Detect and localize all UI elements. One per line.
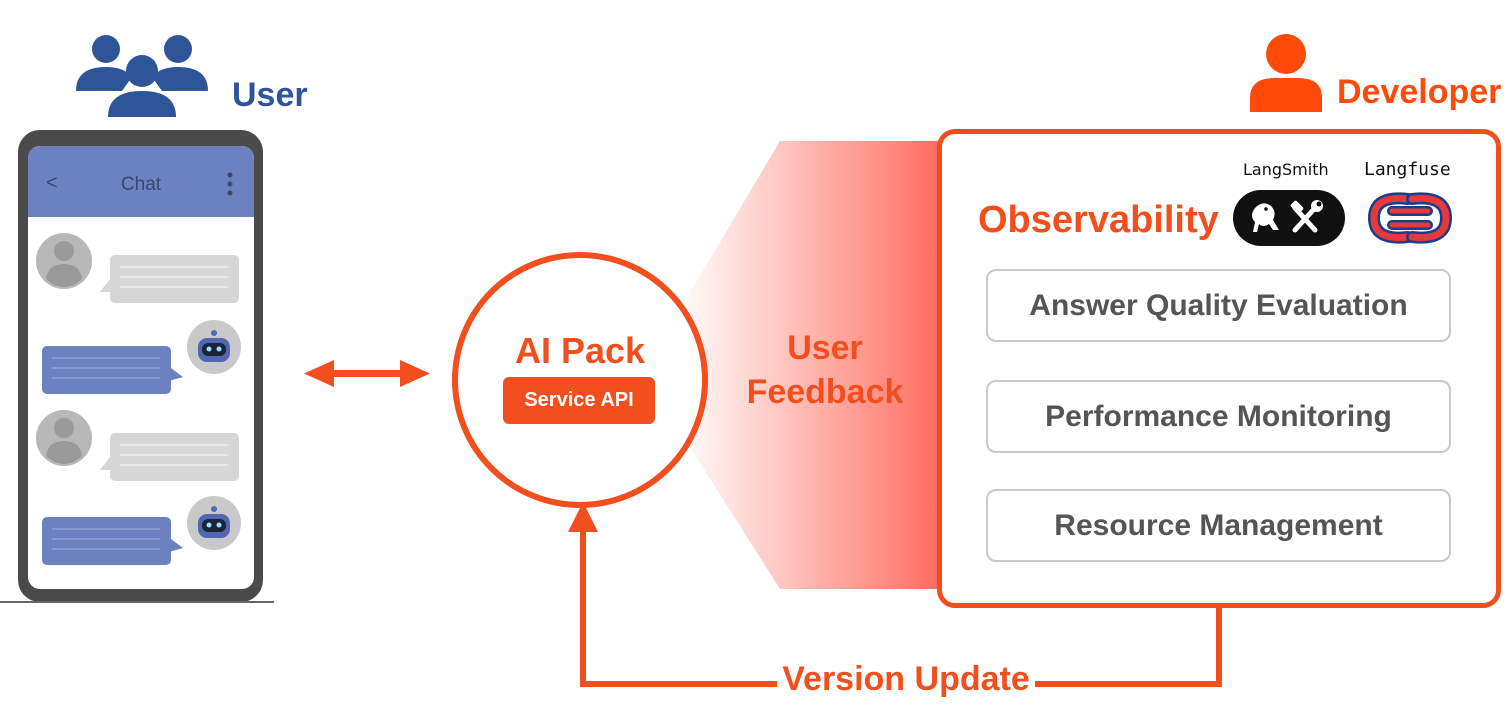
- chat-title: Chat: [120, 174, 162, 195]
- feedback-beam: [688, 141, 940, 589]
- outgoing-message-bubble: [42, 346, 183, 394]
- ai-pack-title: AI Pack: [514, 330, 646, 371]
- bot-avatar-icon: [187, 320, 241, 374]
- user-avatar-icon: [36, 410, 92, 466]
- developer-label: Developer: [1337, 73, 1502, 111]
- double-arrow-icon: [304, 360, 430, 387]
- performance-monitoring-box: Performance Monitoring: [986, 380, 1451, 453]
- version-update-label: Version Update: [777, 660, 1035, 699]
- user-feedback-label: User Feedback: [740, 326, 910, 414]
- user-feedback-line1: User: [787, 329, 863, 367]
- langsmith-logo-icon: [1233, 190, 1345, 246]
- resource-management-box: Resource Management: [986, 489, 1451, 562]
- bot-avatar-icon: [187, 496, 241, 550]
- service-api-badge: Service API: [503, 377, 655, 424]
- incoming-message-bubble: [100, 255, 239, 303]
- observability-title: Observability: [978, 199, 1219, 241]
- ground-line: [0, 601, 274, 603]
- answer-quality-evaluation-box: Answer Quality Evaluation: [986, 269, 1451, 342]
- user-feedback-line2: Feedback: [746, 373, 904, 411]
- user-avatar-icon: [36, 233, 92, 289]
- incoming-message-bubble: [100, 433, 239, 481]
- users-icon: [76, 35, 208, 117]
- chat-screen: < Chat: [28, 146, 254, 589]
- chat-header: < Chat: [28, 146, 254, 217]
- arrow-up-icon: [568, 502, 598, 532]
- langfuse-logo-icon: [1367, 191, 1453, 245]
- chat-messages: [36, 233, 241, 565]
- user-label: User: [232, 76, 308, 114]
- more-menu-icon[interactable]: [227, 172, 233, 196]
- langsmith-label: LangSmith: [1243, 160, 1329, 179]
- back-icon[interactable]: <: [46, 172, 58, 194]
- outgoing-message-bubble: [42, 517, 183, 565]
- developer-icon: [1250, 34, 1322, 112]
- langfuse-label: Langfuse: [1364, 159, 1451, 180]
